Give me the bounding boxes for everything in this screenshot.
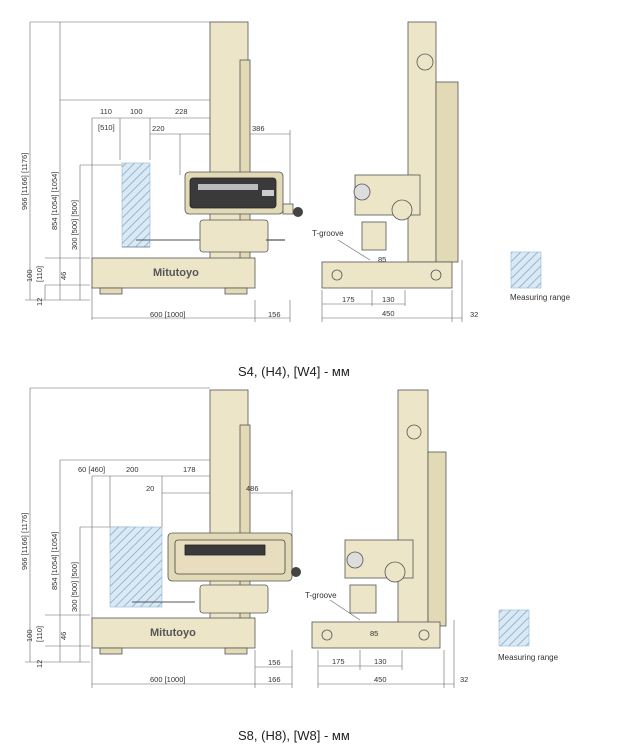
detector-unit-s8 <box>199 584 269 614</box>
dim-12-s8: 12 <box>35 660 44 668</box>
top-side-view: 175 130 85 450 32 T-groove Measuring ran… <box>312 21 571 322</box>
brand-logo-s8: Mitutoyo <box>150 627 196 639</box>
detector-unit <box>199 219 269 253</box>
dim-156-s8: 156 <box>268 658 281 667</box>
tgroove-label: T-groove <box>312 229 344 238</box>
dim-20: 20 <box>146 484 154 493</box>
dim-450: 450 <box>382 309 395 318</box>
dim-486: 486 <box>246 484 259 493</box>
legend-swatch <box>510 251 542 289</box>
bottom-caption: S8, (H8), [W8] - мм <box>238 728 350 743</box>
legend-label: Measuring range <box>510 293 571 302</box>
dim-300: 300 [500] [500] <box>70 200 79 250</box>
dim-854-s8: 854 [1054] [1054] <box>50 532 59 590</box>
dim-60: 60 [460] <box>78 465 105 474</box>
bottom-side-view: 175 130 85 450 32 T-groove Measuring ran… <box>305 389 559 688</box>
side-base <box>321 261 453 289</box>
legend-swatch-s8 <box>498 609 530 647</box>
dim-32-s8: 32 <box>460 675 468 684</box>
dim-46: 46 <box>59 272 68 280</box>
dim-32: 32 <box>470 310 478 319</box>
dim-386: 386 <box>252 124 265 133</box>
dim-600-s8: 600 [1000] <box>150 675 185 684</box>
base <box>91 257 256 289</box>
dim-510: [510] <box>98 123 115 132</box>
dim-450-s8: 450 <box>374 675 387 684</box>
dim-966: 966 [1166] [1176] <box>20 153 29 210</box>
measuring-range-area-s8 <box>109 526 163 608</box>
measuring-range-area <box>121 162 151 248</box>
dim-100-v: 100 <box>25 269 34 282</box>
dim-130: 130 <box>382 295 395 304</box>
dim-175: 175 <box>342 295 355 304</box>
dim-178: 178 <box>183 465 196 474</box>
dim-100: 100 <box>130 107 143 116</box>
dim-854: 854 [1054] [1054] <box>50 172 59 230</box>
dim-130-s8: 130 <box>374 657 387 666</box>
dim-175-s8: 175 <box>332 657 345 666</box>
dim-12: 12 <box>35 298 44 306</box>
dim-300-s8: 300 [500] [500] <box>70 562 79 612</box>
dim-966-s8: 966 [1166] [1176] <box>20 513 29 570</box>
top-caption: S4, (H4), [W4] - мм <box>238 364 350 379</box>
dim-228: 228 <box>175 107 188 116</box>
dim-600: 600 [1000] <box>150 310 185 319</box>
base-s8 <box>91 617 256 649</box>
tgroove-label-s8: T-groove <box>305 591 337 600</box>
dim-110-v-s8: [110] <box>35 626 44 642</box>
dim-46-s8: 46 <box>59 632 68 640</box>
top-front-view: Mitutoyo 110 [510] 100 228 220 386 600 [… <box>20 21 303 322</box>
dim-220: 220 <box>152 124 165 133</box>
dim-110: 110 <box>100 107 112 116</box>
legend-label-s8: Measuring range <box>498 653 559 662</box>
dim-166: 166 <box>268 675 281 684</box>
dim-100-v-s8: 100 <box>25 629 34 642</box>
dim-200: 200 <box>126 465 139 474</box>
dim-85-s8: 85 <box>370 629 378 638</box>
dim-85: 85 <box>378 255 386 264</box>
bottom-front-view: Mitutoyo 60 [460] 200 178 20 486 600 [10… <box>20 387 301 688</box>
dim-156: 156 <box>268 310 281 319</box>
brand-logo: Mitutoyo <box>153 267 199 279</box>
dim-110-v: [110] <box>35 266 44 282</box>
